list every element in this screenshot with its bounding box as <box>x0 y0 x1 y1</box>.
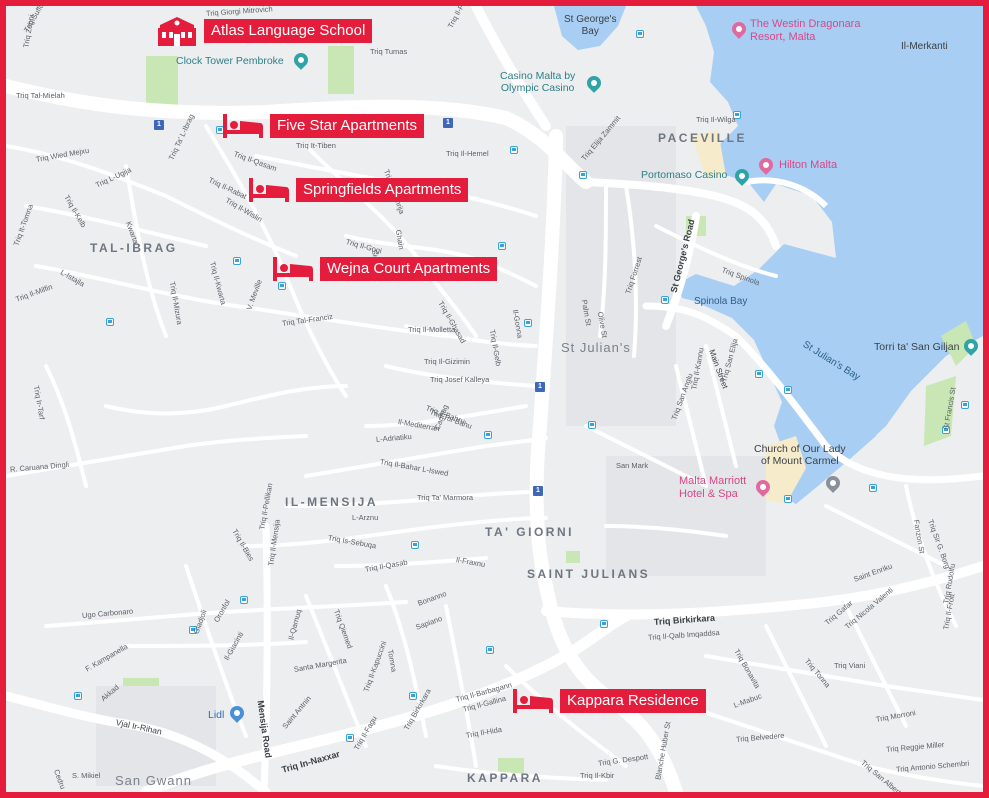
bus-stop-icon[interactable] <box>579 171 587 179</box>
street-label: San Mark <box>616 461 649 470</box>
place-torri[interactable]: Torri ta' San Giljan <box>874 341 960 353</box>
place-marriott[interactable]: Malta Marriott Hotel & Spa <box>679 475 747 500</box>
street-label: Triq Il-Kbir <box>580 771 615 780</box>
place-church[interactable]: Church of Our Lady of Mount Carmel <box>754 443 846 468</box>
park-area <box>146 56 178 112</box>
bus-stop-icon[interactable] <box>486 646 494 654</box>
park-area-4 <box>498 758 524 776</box>
minor-streets <box>6 124 983 788</box>
district-ta-giorni: TA' GIORNI <box>485 525 574 539</box>
bus-stop-icon[interactable] <box>189 626 197 634</box>
street-label: Triq Josef Kalleya <box>430 375 490 384</box>
street-label: Triq Il-Hemel <box>446 149 489 158</box>
callout-school[interactable]: Atlas Language School <box>156 16 373 46</box>
bed-icon <box>249 178 289 202</box>
street-label: Triq Il-Molletta <box>408 325 456 334</box>
route-shield-icon: 1 <box>533 486 543 496</box>
st-georges-bay-water <box>554 6 626 50</box>
park-area-7 <box>566 551 580 563</box>
bus-stop-icon[interactable] <box>524 319 532 327</box>
place-westin[interactable]: The Westin Dragonara Resort, Malta <box>750 18 861 43</box>
beach-strip <box>766 436 806 504</box>
bus-stop-icon[interactable] <box>784 495 792 503</box>
route-shield-icon: 1 <box>154 120 164 130</box>
bus-stop-icon[interactable] <box>278 282 286 290</box>
park-area-6 <box>941 321 976 366</box>
street-label: L-Arznu <box>352 513 379 522</box>
callout-wejna[interactable]: Wejna Court Apartments <box>272 256 498 282</box>
callout-kappara[interactable]: Kappara Residence <box>512 688 706 714</box>
place-casino-malta[interactable]: Casino Malta by Olympic Casino <box>500 70 576 95</box>
street-label: Triq Tumas <box>370 47 408 56</box>
map-canvas[interactable] <box>6 6 983 792</box>
bed-icon <box>513 689 553 713</box>
callout-label: Kappara Residence <box>560 689 706 713</box>
bus-stop-icon[interactable] <box>233 257 241 265</box>
bus-stop-icon[interactable] <box>600 620 608 628</box>
road-marriott <box>582 178 780 250</box>
callout-label: Wejna Court Apartments <box>320 257 498 281</box>
bus-stop-icon[interactable] <box>784 386 792 394</box>
street-label: Triq Il-Wilga <box>696 115 736 124</box>
bus-stop-icon[interactable] <box>733 111 741 119</box>
bus-stop-icon[interactable] <box>411 541 419 549</box>
district-tal-ibrag: TAL-IBRAG <box>90 241 178 255</box>
bus-stop-icon[interactable] <box>755 370 763 378</box>
sea-water <box>676 6 983 504</box>
place-san-gwann: San Gwann <box>115 773 192 788</box>
district-paceville: PACEVILLE <box>658 131 747 145</box>
place-il-merkanti: Il-Merkanti <box>901 41 948 52</box>
place-hilton[interactable]: Hilton Malta <box>779 159 838 171</box>
road-main-east-west <box>6 79 593 189</box>
bus-stop-icon[interactable] <box>510 146 518 154</box>
place-spinola-bay: Spinola Bay <box>694 296 748 307</box>
bus-stop-icon[interactable] <box>498 242 506 250</box>
place-portomaso[interactable]: Portomaso Casino <box>641 169 728 181</box>
road-bay-edge <box>745 177 829 209</box>
road-st-georges <box>662 212 700 330</box>
school-building-icon <box>158 17 196 46</box>
district-il-mensija: IL-MENSIJA <box>285 495 379 509</box>
bus-stop-icon[interactable] <box>74 692 82 700</box>
callout-springfields[interactable]: Springfields Apartments <box>248 177 469 203</box>
place-lidl[interactable]: Lidl <box>208 709 225 721</box>
bus-stop-icon[interactable] <box>661 296 669 304</box>
callout-label: Springfields Apartments <box>296 178 469 202</box>
callout-label: Atlas Language School <box>204 19 373 43</box>
bed-icon <box>273 257 313 281</box>
bus-stop-icon[interactable] <box>588 421 596 429</box>
street-label: Triq Il-Gizimin <box>424 357 470 366</box>
road-spinola <box>642 302 983 484</box>
road-vjal <box>6 691 271 792</box>
street-label: Triq Ta' Marmora <box>417 493 474 502</box>
street-label: Triq It-Tiben <box>296 141 336 150</box>
bus-stop-icon[interactable] <box>346 734 354 742</box>
district-saint-julians: SAINT JULIANS <box>527 567 651 581</box>
park-area-2 <box>328 46 354 94</box>
beach-strip-2 <box>692 130 726 178</box>
place-st-julians-area: St Julian's <box>561 340 631 355</box>
callout-five-star[interactable]: Five Star Apartments <box>222 113 425 139</box>
bus-stop-icon[interactable] <box>106 318 114 326</box>
street-label: Triq Tal-Mielah <box>16 91 65 100</box>
bus-stop-icon[interactable] <box>484 431 492 439</box>
road-mensija <box>260 522 271 792</box>
bus-stop-icon[interactable] <box>961 401 969 409</box>
road-coast <box>471 6 551 131</box>
callout-label: Five Star Apartments <box>270 114 425 138</box>
bed-icon <box>223 114 263 138</box>
bus-stop-icon[interactable] <box>240 596 248 604</box>
bus-stop-icon[interactable] <box>942 426 950 434</box>
bus-stop-icon[interactable] <box>636 30 644 38</box>
place-st-georges-bay: St George's Bay <box>564 14 617 37</box>
route-shield-icon: 1 <box>535 382 545 392</box>
place-clock-tower[interactable]: Clock Tower Pembroke <box>176 55 284 67</box>
street-label: S. Mikiel <box>72 771 101 780</box>
district-kappara: KAPPARA <box>467 771 543 785</box>
bus-stop-icon[interactable] <box>869 484 877 492</box>
bus-stop-icon[interactable] <box>409 692 417 700</box>
route-shield-icon: 1 <box>443 118 453 128</box>
street-label: Triq Viani <box>834 661 866 670</box>
